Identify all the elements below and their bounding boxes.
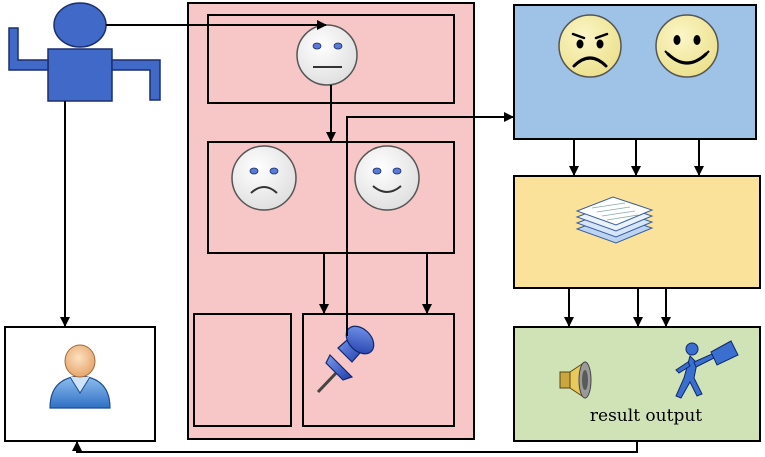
pushpin-icon bbox=[316, 325, 375, 394]
connector-arrows bbox=[60, 20, 704, 453]
emotion-result-box bbox=[513, 4, 757, 140]
happy-face-icon bbox=[354, 145, 420, 211]
stick-figure-icon bbox=[8, 2, 161, 102]
neutral-face-icon bbox=[296, 24, 358, 86]
person-with-flag-icon bbox=[675, 340, 739, 399]
result-output-label: result output bbox=[590, 406, 702, 426]
arrow-pushpin-to-emotion bbox=[346, 112, 514, 336]
output-box bbox=[513, 326, 761, 442]
speaker-icon bbox=[559, 361, 592, 399]
sad-face-icon bbox=[231, 145, 297, 211]
user-avatar-icon bbox=[49, 344, 111, 409]
empty-sub-box bbox=[193, 313, 292, 427]
smiling-face-icon bbox=[655, 14, 719, 78]
pushpin-box bbox=[302, 313, 455, 427]
document-stack-icon bbox=[575, 196, 654, 244]
frowning-face-icon bbox=[558, 14, 622, 78]
arrow-output-to-userbox bbox=[72, 441, 638, 453]
